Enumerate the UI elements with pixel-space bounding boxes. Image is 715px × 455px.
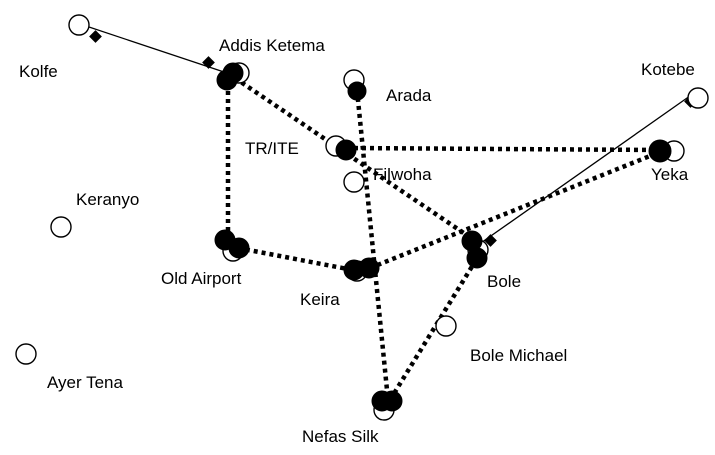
route-arada-nefassilk [354, 89, 391, 401]
route-tr-ite-yeka [345, 145, 661, 153]
node-nefas-silk-b [381, 390, 403, 412]
node-kolfe-open [68, 14, 90, 36]
node-bole-michael-open [435, 315, 457, 337]
label-kotebe: Kotebe [641, 60, 695, 79]
link-kotebe-bole [477, 90, 698, 246]
route-addisketema-bole [233, 76, 476, 242]
node-kotebe-open [687, 87, 709, 109]
node-keranyo-open [50, 216, 72, 238]
label-tr-ite: TR/ITE [245, 139, 299, 158]
route-bole-nefassilk [388, 258, 478, 402]
node-yeka [648, 139, 672, 163]
node-labels: Kolfe Addis Ketema Arada Kotebe TR/ITE F… [19, 36, 695, 446]
label-arada: Arada [386, 86, 432, 105]
solid-links [79, 23, 698, 246]
node-filwoha-open [343, 171, 365, 193]
node-ayer-tena-open [15, 343, 37, 365]
node-arada [347, 81, 367, 101]
dotted-routes [225, 75, 661, 402]
label-nefas-silk: Nefas Silk [302, 427, 379, 446]
route-oldairport-keira [237, 245, 354, 273]
label-old-airport: Old Airport [161, 269, 242, 288]
node-keira-b [358, 257, 380, 279]
label-filwoha: Filwoha [373, 165, 432, 184]
label-addis-ketema: Addis Ketema [219, 36, 325, 55]
square-marker-addis-ketema [202, 56, 215, 69]
label-yeka: Yeka [651, 165, 689, 184]
square-marker-bole [484, 234, 497, 247]
square-markers [89, 30, 697, 247]
filled-nodes [214, 62, 672, 412]
node-tr-ite [335, 139, 357, 161]
label-ayer-tena: Ayer Tena [47, 373, 123, 392]
node-old-airport-b [228, 237, 250, 259]
open-nodes [15, 14, 709, 421]
label-keira: Keira [300, 290, 340, 309]
node-bole-b [466, 247, 488, 269]
link-kolfe-addis-ketema [79, 23, 234, 76]
label-kolfe: Kolfe [19, 62, 58, 81]
square-marker-kolfe [89, 30, 102, 43]
label-keranyo: Keranyo [76, 190, 139, 209]
node-addis-ketema-b [216, 69, 238, 91]
label-bole-michael: Bole Michael [470, 346, 567, 365]
label-bole: Bole [487, 272, 521, 291]
